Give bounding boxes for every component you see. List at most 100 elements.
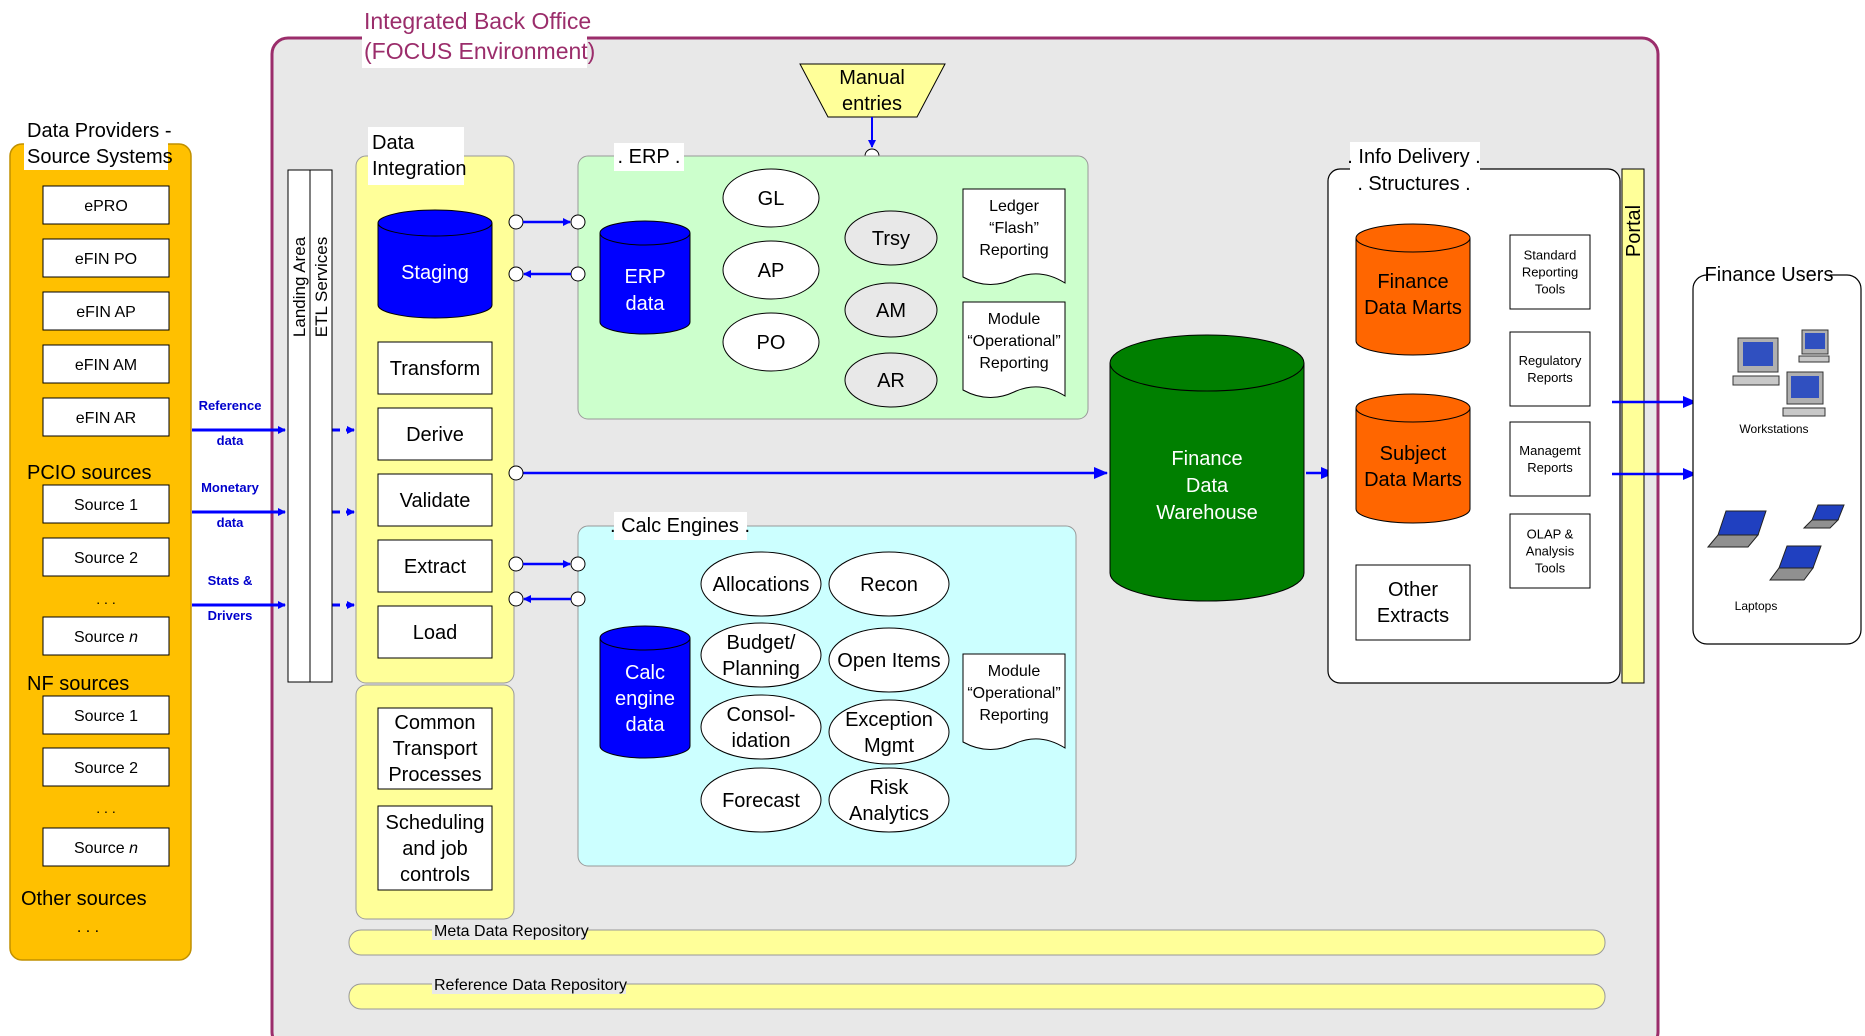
calc-module-ellipse xyxy=(700,551,822,617)
source-label: eFIN AP xyxy=(76,304,136,321)
ellipsis: . . . xyxy=(96,800,115,816)
connector-node xyxy=(570,591,586,607)
staging-database: Staging xyxy=(377,209,493,319)
calc-module-label: Mgmt xyxy=(864,735,914,757)
calc-module-label: Risk xyxy=(870,777,910,799)
connector-node xyxy=(508,214,524,230)
workstation-icon xyxy=(1798,329,1830,363)
finance-data-marts-db xyxy=(1355,223,1471,356)
report-label: Module xyxy=(988,663,1041,680)
etl-services-column xyxy=(309,169,333,683)
erp-db-line2: data xyxy=(626,293,666,315)
providers-title-line2: Source Systems xyxy=(27,146,173,168)
source-box xyxy=(42,616,170,656)
erp-module-label: AP xyxy=(758,260,785,282)
erp-module-ellipse xyxy=(722,312,820,372)
source-label: Source 1 xyxy=(74,708,138,725)
other-extracts-label: Other xyxy=(1388,579,1438,601)
calc-module-label: Open Items xyxy=(837,650,940,672)
source-box xyxy=(42,397,170,437)
integration-step-label: Transform xyxy=(390,358,480,380)
connector-node xyxy=(508,591,524,607)
manual-entries-line1: Manual xyxy=(839,67,905,89)
source-label: eFIN AR xyxy=(76,410,136,427)
support-label: controls xyxy=(400,864,470,886)
reporting-tool-label: Tools xyxy=(1535,561,1566,576)
finance-users-panel xyxy=(1692,274,1862,645)
ellipsis: . . . xyxy=(96,591,115,607)
info-delivery-title-background xyxy=(1350,142,1480,196)
reporting-tool-box xyxy=(1509,234,1591,310)
erp-module-ellipse xyxy=(844,282,938,338)
scheduling-box xyxy=(377,805,493,891)
workstation-icon xyxy=(1782,371,1826,417)
erp-module-ellipse xyxy=(844,210,938,266)
other-sources-label: Other sources xyxy=(21,888,147,910)
calc-operational-report-doc xyxy=(962,653,1066,750)
reporting-tools: StandardReportingToolsRegulatoryReportsM… xyxy=(1509,234,1591,589)
manual-entries-trapezoid xyxy=(799,63,946,118)
landing-area-label: Landing Area xyxy=(290,236,309,337)
laptop-icon xyxy=(1802,504,1845,529)
calc-module-label: Forecast xyxy=(722,790,800,812)
ibo-title-background xyxy=(362,6,587,68)
report-label: Module xyxy=(988,311,1041,328)
module-operational-report-doc xyxy=(962,301,1066,398)
integration-step-label: Load xyxy=(413,622,458,644)
erp-module-label: AM xyxy=(876,300,906,322)
warehouse-connector xyxy=(508,465,524,481)
reporting-tool-label: Standard xyxy=(1524,248,1577,263)
erp-panel xyxy=(577,155,1089,420)
integration-step-box xyxy=(377,605,493,659)
calc-module-ellipse xyxy=(828,627,950,693)
integration-title-line2: Integration xyxy=(372,158,467,180)
calc-module-label: Planning xyxy=(722,658,800,680)
erp-title: . ERP . xyxy=(618,146,681,168)
warehouse-label: Data xyxy=(1186,475,1229,497)
support-label: Common xyxy=(394,712,475,734)
etl-services-label: ETL Services xyxy=(312,237,331,337)
integration-step-label: Derive xyxy=(406,424,464,446)
feed-label: Drivers xyxy=(208,608,253,623)
other-sources-ellipsis: . . . xyxy=(77,919,99,936)
reporting-tool-label: Regulatory xyxy=(1519,353,1582,368)
workstations-label: Workstations xyxy=(1739,422,1808,436)
source-label: ePRO xyxy=(84,198,128,215)
staging-label: Staging xyxy=(401,262,469,284)
calc-modules: AllocationsBudget/PlanningConsol-idation… xyxy=(700,551,950,833)
reporting-tool-label: Managemt xyxy=(1519,443,1581,458)
erp-module-label: PO xyxy=(757,332,786,354)
support-label: and job xyxy=(402,838,468,860)
ibo-title-line1: Integrated Back Office xyxy=(364,8,591,34)
source-label: Source 2 xyxy=(74,760,138,777)
other-extracts-label: Extracts xyxy=(1377,605,1449,627)
calc-module-ellipse xyxy=(700,767,822,833)
calc-engine-database xyxy=(599,625,691,759)
finance-data-warehouse xyxy=(1109,334,1305,602)
integration-step-label: Extract xyxy=(404,556,467,578)
info-delivery-title-line1: . Info Delivery . xyxy=(1347,146,1480,168)
report-label: “Flash” xyxy=(989,220,1039,237)
data-mart-label: Subject xyxy=(1380,443,1447,465)
erp-module-ellipse xyxy=(722,240,820,300)
source-box xyxy=(42,484,170,524)
integration-title-line1: Data xyxy=(372,132,415,154)
warehouse-label: Finance xyxy=(1171,448,1242,470)
source-box xyxy=(42,695,170,735)
erp-module-ellipse xyxy=(722,168,820,228)
other-extracts-box xyxy=(1355,564,1471,641)
integration-step-box xyxy=(377,407,493,461)
feed-label: data xyxy=(217,515,245,530)
source-label: Source 2 xyxy=(74,550,138,567)
connector-node xyxy=(570,214,586,230)
feed-label: Reference xyxy=(199,398,262,413)
reporting-tool-box xyxy=(1509,421,1591,497)
pcio-sources-label: PCIO sources xyxy=(27,462,151,484)
integration-step-box xyxy=(377,539,493,593)
report-label: Reporting xyxy=(979,242,1048,259)
